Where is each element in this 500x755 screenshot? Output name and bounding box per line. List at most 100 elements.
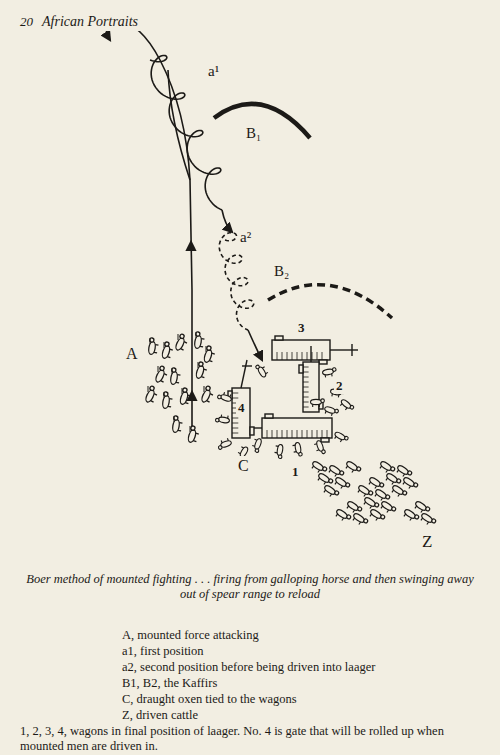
callout-letter: 1 <box>290 464 301 480</box>
animal <box>200 386 216 405</box>
rider <box>164 342 165 348</box>
wagon <box>272 336 358 364</box>
wagon <box>299 346 323 412</box>
rider <box>164 392 165 398</box>
animal <box>379 500 396 516</box>
key-line: a2, second position before being driven … <box>122 660 375 675</box>
key-line: a1, first position <box>122 644 204 659</box>
pole-cross <box>242 365 252 366</box>
arrow-head <box>190 242 192 250</box>
animal <box>367 476 384 492</box>
animal <box>322 368 337 378</box>
animal <box>322 484 339 500</box>
animal <box>171 416 183 434</box>
animal <box>390 484 407 500</box>
animal <box>344 460 361 476</box>
callout-letter: B₂ <box>272 262 291 280</box>
rider <box>204 386 205 392</box>
animal <box>356 484 373 500</box>
loop-track-a2 <box>219 233 253 331</box>
key-line: A, mounted force attacking <box>122 628 259 643</box>
retreat-track <box>248 330 262 360</box>
animal <box>147 338 159 356</box>
rider <box>178 334 179 340</box>
animal <box>144 386 160 405</box>
advance-track <box>168 70 190 180</box>
animal <box>161 341 175 360</box>
rider <box>182 388 183 394</box>
loop-track-a1 <box>222 210 232 232</box>
animal <box>217 390 233 402</box>
key-line: B1, B2, the Kaffirs <box>122 676 217 691</box>
callout-letter: Z <box>420 532 434 552</box>
animal <box>339 398 355 413</box>
kaffir-line-b2 <box>268 285 392 318</box>
key-line: C, draught oxen tied to the wagons <box>122 692 297 707</box>
animal <box>292 442 302 457</box>
animal <box>215 414 230 424</box>
animal <box>216 437 232 449</box>
rider <box>206 346 207 352</box>
animal <box>323 405 339 417</box>
animal <box>413 500 430 516</box>
advance-track <box>106 22 192 440</box>
animal <box>179 387 193 406</box>
callout-letter: B₁ <box>244 124 263 142</box>
animal <box>368 508 385 524</box>
key-line: 1, 2, 3, 4, wagons in final position of … <box>20 724 480 754</box>
animal <box>402 508 419 524</box>
animal <box>169 368 181 386</box>
animal <box>310 460 327 476</box>
rider <box>148 386 149 392</box>
figure-caption: Boer method of mounted fighting . . . fi… <box>22 572 478 602</box>
animal <box>351 512 368 528</box>
animal <box>333 431 349 445</box>
animal <box>203 345 217 364</box>
running-header: African Portraits <box>40 14 140 31</box>
animal <box>255 362 269 378</box>
animal <box>419 512 436 528</box>
animal <box>362 496 379 512</box>
animal <box>395 464 412 480</box>
animal <box>250 437 262 453</box>
arrow-head <box>191 392 193 400</box>
callout-letter: C <box>236 456 251 475</box>
callout-letter: a¹ <box>206 62 221 80</box>
rider <box>172 368 173 374</box>
animal <box>333 476 350 492</box>
animal <box>373 488 390 504</box>
animal <box>195 361 209 380</box>
key-line: Z, driven cattle <box>122 708 198 723</box>
pole-cross <box>351 344 352 356</box>
callout-letter: A <box>124 344 140 363</box>
loop-track-a1 <box>150 56 222 211</box>
animal <box>193 332 205 350</box>
callout-letter: 4 <box>236 400 247 416</box>
rider <box>150 338 151 344</box>
rider <box>196 332 197 338</box>
animal <box>174 334 190 353</box>
animal <box>187 425 201 444</box>
animal <box>334 508 351 524</box>
animal <box>316 472 333 488</box>
rider <box>158 366 159 372</box>
rider <box>174 416 175 422</box>
wagon <box>248 414 332 442</box>
callout-letter: a² <box>238 228 253 246</box>
rider <box>190 426 191 432</box>
animal <box>327 464 344 480</box>
wagon <box>228 360 254 438</box>
animal <box>345 500 362 516</box>
running-header: 20 <box>18 14 35 30</box>
callout-letter: 2 <box>334 378 345 394</box>
animal <box>378 460 395 476</box>
animal <box>311 399 325 407</box>
callout-letter: 3 <box>296 320 307 336</box>
rider <box>198 362 199 368</box>
animal <box>274 444 284 459</box>
animal <box>401 476 418 492</box>
animal <box>161 392 173 410</box>
animal <box>154 366 170 385</box>
animal <box>384 472 401 488</box>
animal <box>313 440 325 456</box>
